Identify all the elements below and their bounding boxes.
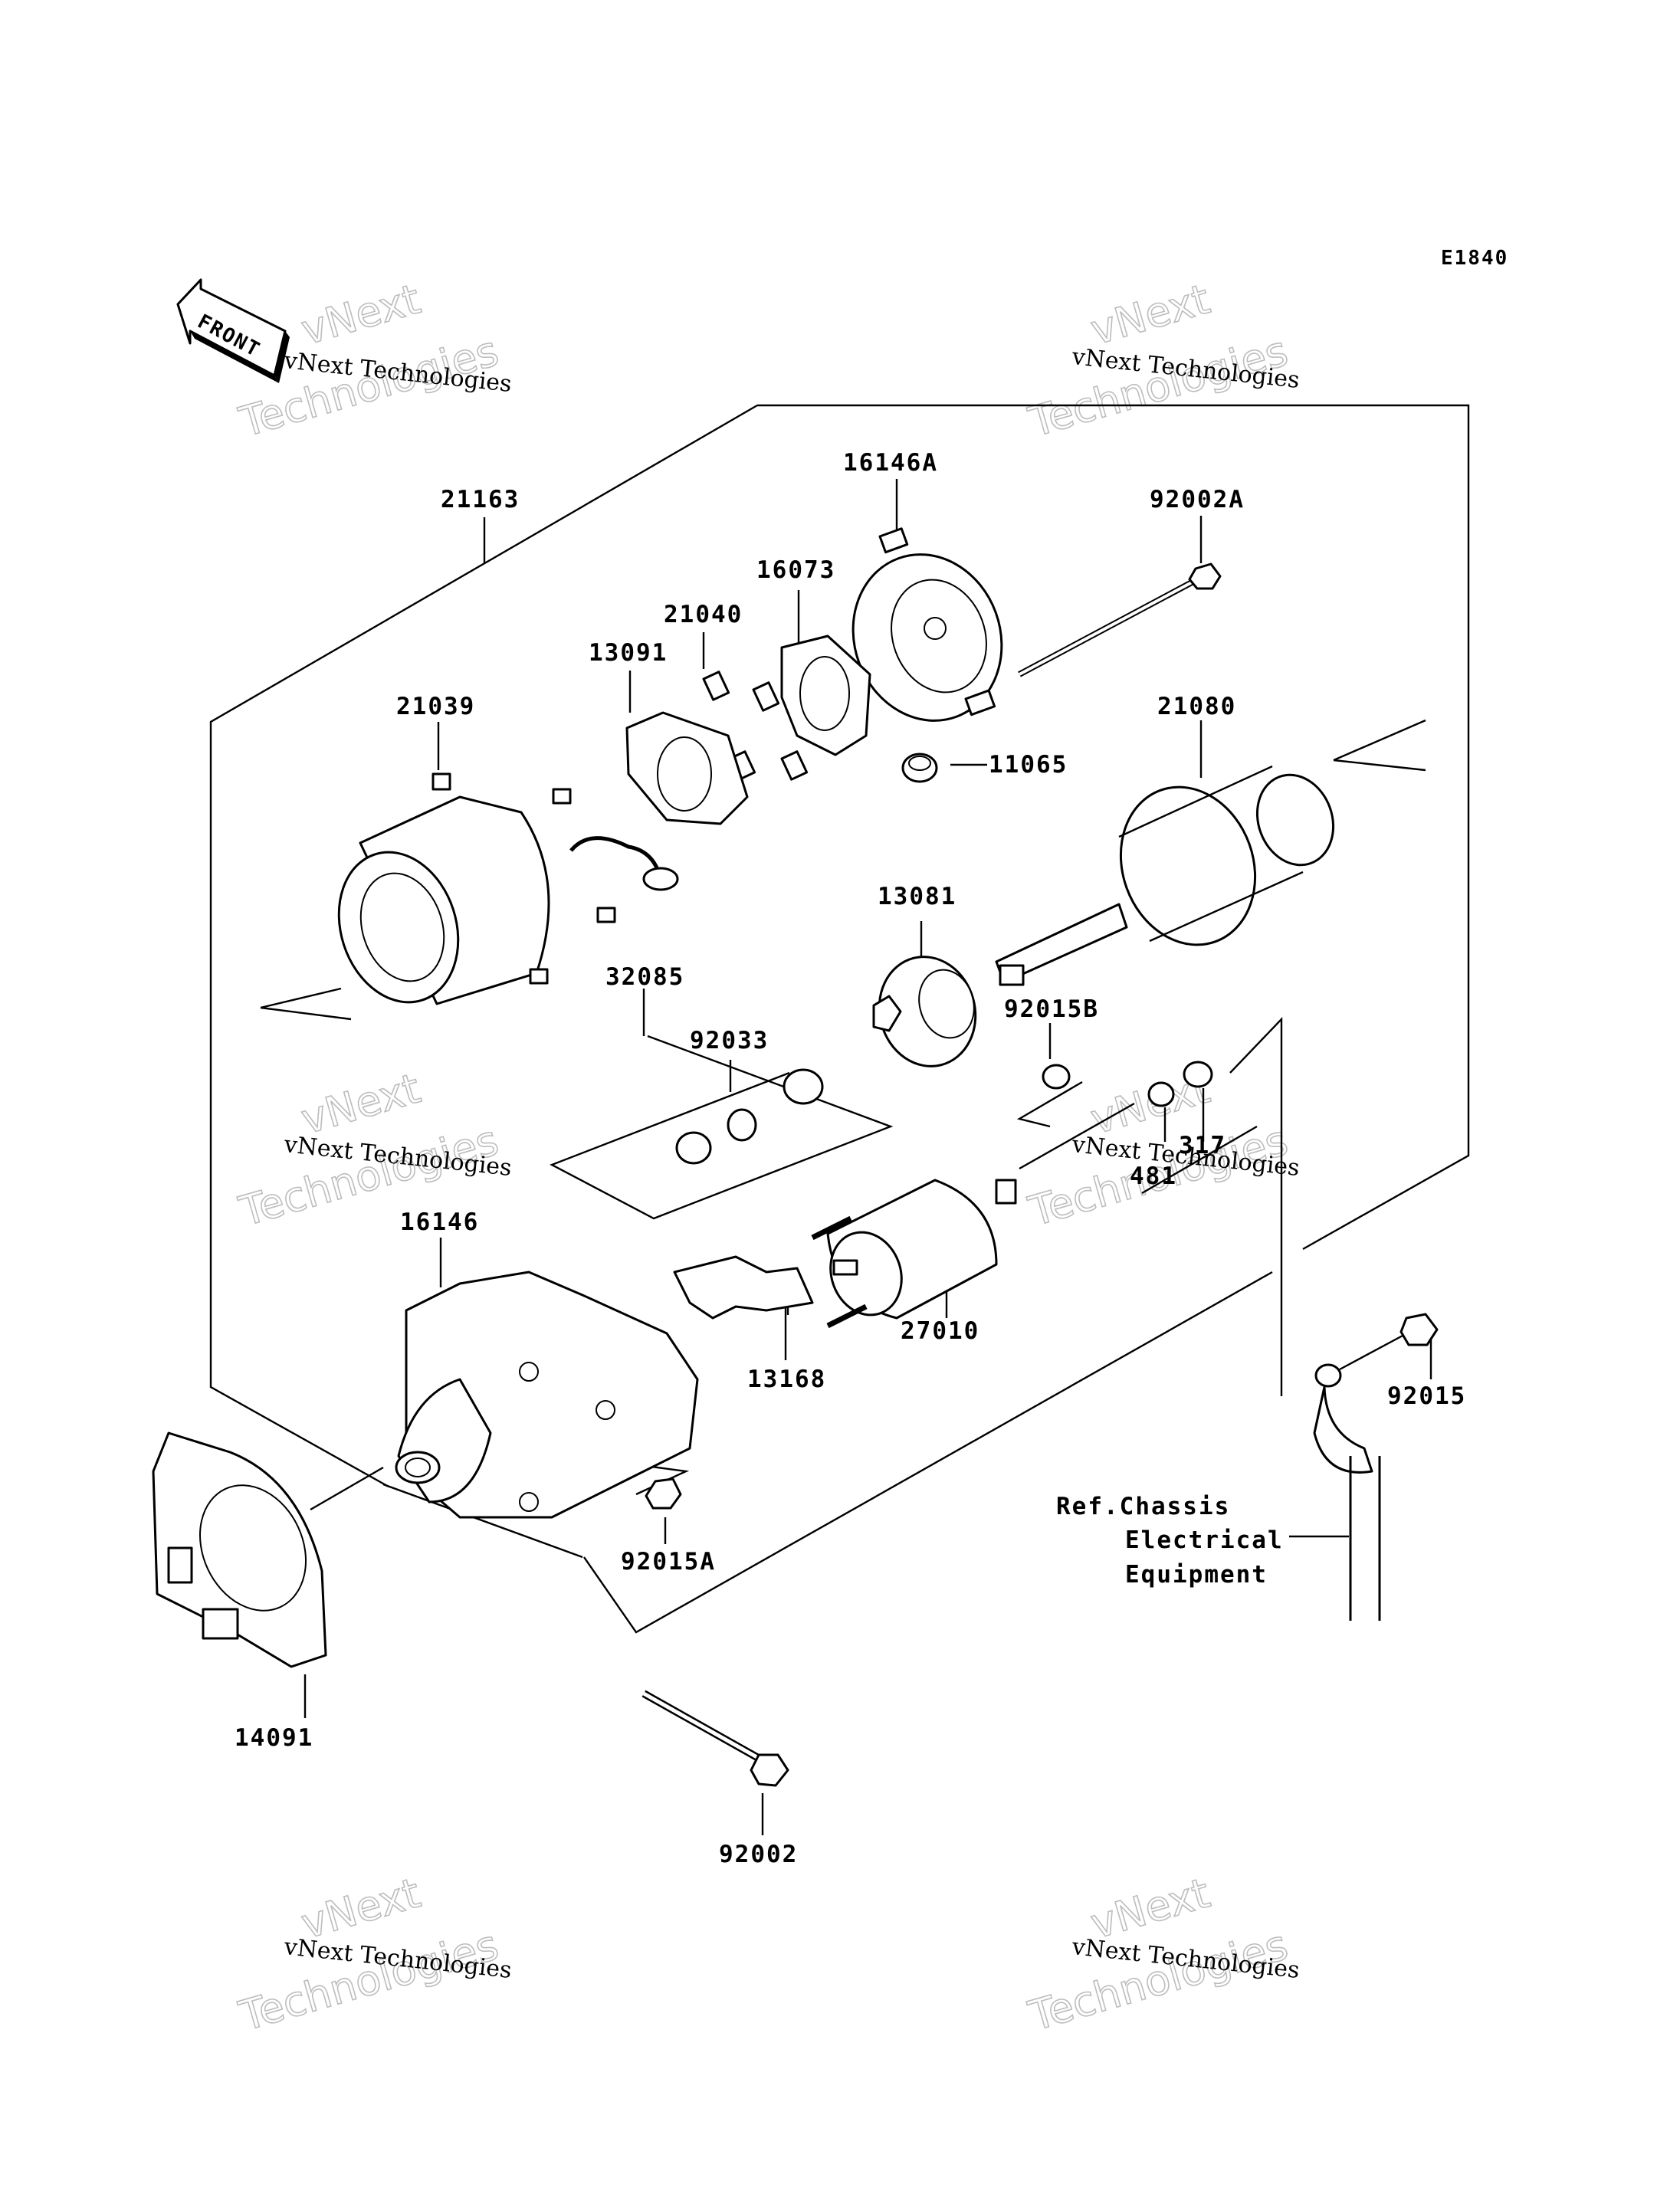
assembly-boundary-left: [209, 404, 758, 1488]
watermark-big-3a: vNext: [296, 1064, 425, 1143]
part-27010-solenoid: [811, 1179, 1017, 1329]
part-92015A-nut: [645, 1477, 682, 1510]
label-27010: 27010: [901, 1317, 979, 1345]
part-nuts-terminal: [1042, 1061, 1213, 1107]
part-16146A-rear-cover: [851, 527, 1003, 722]
assembly-boundary-bottom: [583, 1271, 1273, 1634]
label-16146A: 16146A: [843, 449, 938, 477]
watermark-bottom-left: vNext Technologies vNext Technologies: [233, 1868, 513, 2041]
part-92002A-long-bolt: [1018, 562, 1222, 677]
label-92033: 92033: [690, 1027, 769, 1054]
reference-line-1: Ref.Chassis: [1056, 1493, 1230, 1520]
part-21039-yoke: [337, 772, 679, 1005]
figure-id-label: E1840: [1441, 247, 1508, 270]
label-92002: 92002: [719, 1841, 798, 1868]
part-92015-nut-cable: [1313, 1313, 1439, 1621]
label-16146: 16146: [400, 1208, 479, 1236]
label-481: 481: [1130, 1162, 1177, 1190]
label-92015B: 92015B: [1004, 995, 1099, 1023]
reference-line-2: Electrical: [1125, 1526, 1284, 1554]
label-92015: 92015: [1387, 1382, 1466, 1410]
part-16073-brush-plate: [780, 635, 871, 756]
label-317: 317: [1179, 1132, 1226, 1159]
part-13081-clutch-pinion: [872, 956, 977, 1067]
reference-note: Ref.Chassis Electrical Equipment: [1056, 1493, 1284, 1589]
label-21040: 21040: [664, 601, 743, 628]
part-labels: 21163 16146A 92002A 16073 21040 13091 21…: [235, 449, 1466, 1868]
watermark-big-2a: vNext: [1085, 274, 1215, 354]
watermark-big-6b: Technologies: [1023, 1920, 1293, 2040]
part-13168-shift-lever: [673, 1255, 814, 1320]
label-13168: 13168: [747, 1366, 826, 1393]
front-direction-arrow-icon: FRONT: [176, 278, 290, 383]
label-14091: 14091: [235, 1724, 313, 1752]
part-21040-springs: [702, 671, 809, 781]
reference-line-3: Equipment: [1125, 1561, 1268, 1589]
label-92002A: 92002A: [1150, 486, 1245, 513]
part-92002-bolt: [641, 1690, 789, 1787]
label-21039: 21039: [396, 693, 475, 720]
label-32085: 32085: [605, 963, 684, 991]
part-14091-cover-plate: [152, 1431, 327, 1668]
label-13081: 13081: [878, 883, 956, 910]
label-21163: 21163: [441, 486, 520, 513]
part-92033-circlip: [675, 1068, 824, 1165]
part-11065-grommet: [901, 753, 938, 783]
assembly-boundary: [757, 404, 1470, 1251]
label-16073: 16073: [756, 556, 835, 584]
part-13091-brush-holder: [625, 711, 749, 825]
label-13091: 13091: [589, 639, 668, 667]
part-16146-drive-housing: [395, 1271, 699, 1519]
part-21080-armature: [995, 765, 1335, 986]
label-21080: 21080: [1157, 693, 1236, 720]
watermark-big-5b: Technologies: [234, 1920, 504, 2040]
watermark-big-1a: vNext: [296, 274, 425, 354]
watermark-top-right: vNext Technologies vNext Technologies: [1022, 274, 1301, 448]
watermark-bottom-right: vNext Technologies vNext Technologies: [1022, 1868, 1301, 2041]
label-92015A: 92015A: [621, 1548, 716, 1576]
label-11065: 11065: [989, 751, 1068, 779]
